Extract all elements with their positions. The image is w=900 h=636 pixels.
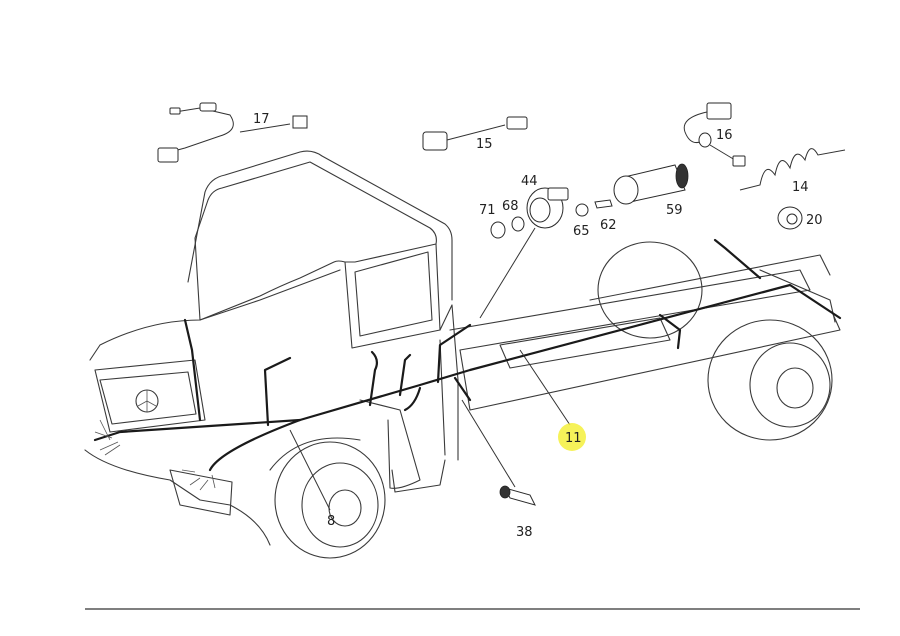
part-44-socket-assembly (479, 187, 569, 319)
part-59-plug-assembly (575, 163, 689, 217)
callout-62[interactable]: 62 (600, 218, 617, 233)
callout-68[interactable]: 68 (502, 199, 519, 214)
callout-11-highlight (558, 423, 586, 451)
leader-lines (289, 349, 571, 511)
callout-14[interactable]: 14 (792, 180, 809, 195)
callout-71[interactable]: 71 (479, 203, 496, 218)
callout-15[interactable]: 15 (476, 137, 493, 152)
callout-20[interactable]: 20 (806, 213, 823, 228)
callout-16[interactable]: 16 (716, 128, 733, 143)
callout-11[interactable]: 11 (565, 431, 582, 446)
part-15-sensor-lead (422, 116, 528, 151)
part-17-connector-lead (157, 102, 308, 163)
main-wiring-harness (93, 238, 842, 491)
callout-17[interactable]: 17 (253, 112, 270, 127)
truck-cab (84, 150, 459, 546)
part-14-coiled-cable (739, 148, 846, 191)
part-20-grommet (777, 206, 803, 230)
part-16-switch-lead (683, 102, 746, 167)
rear-wheel-far (597, 241, 703, 339)
front-wheel (269, 437, 386, 559)
callout-8[interactable]: 8 (327, 514, 335, 529)
callout-65[interactable]: 65 (573, 224, 590, 239)
callout-44[interactable]: 44 (521, 174, 538, 189)
part-38-sensor (461, 399, 536, 506)
callout-38[interactable]: 38 (516, 525, 533, 540)
chassis-frame (449, 254, 841, 411)
callout-59[interactable]: 59 (666, 203, 683, 218)
rear-wheel-near (707, 319, 833, 441)
